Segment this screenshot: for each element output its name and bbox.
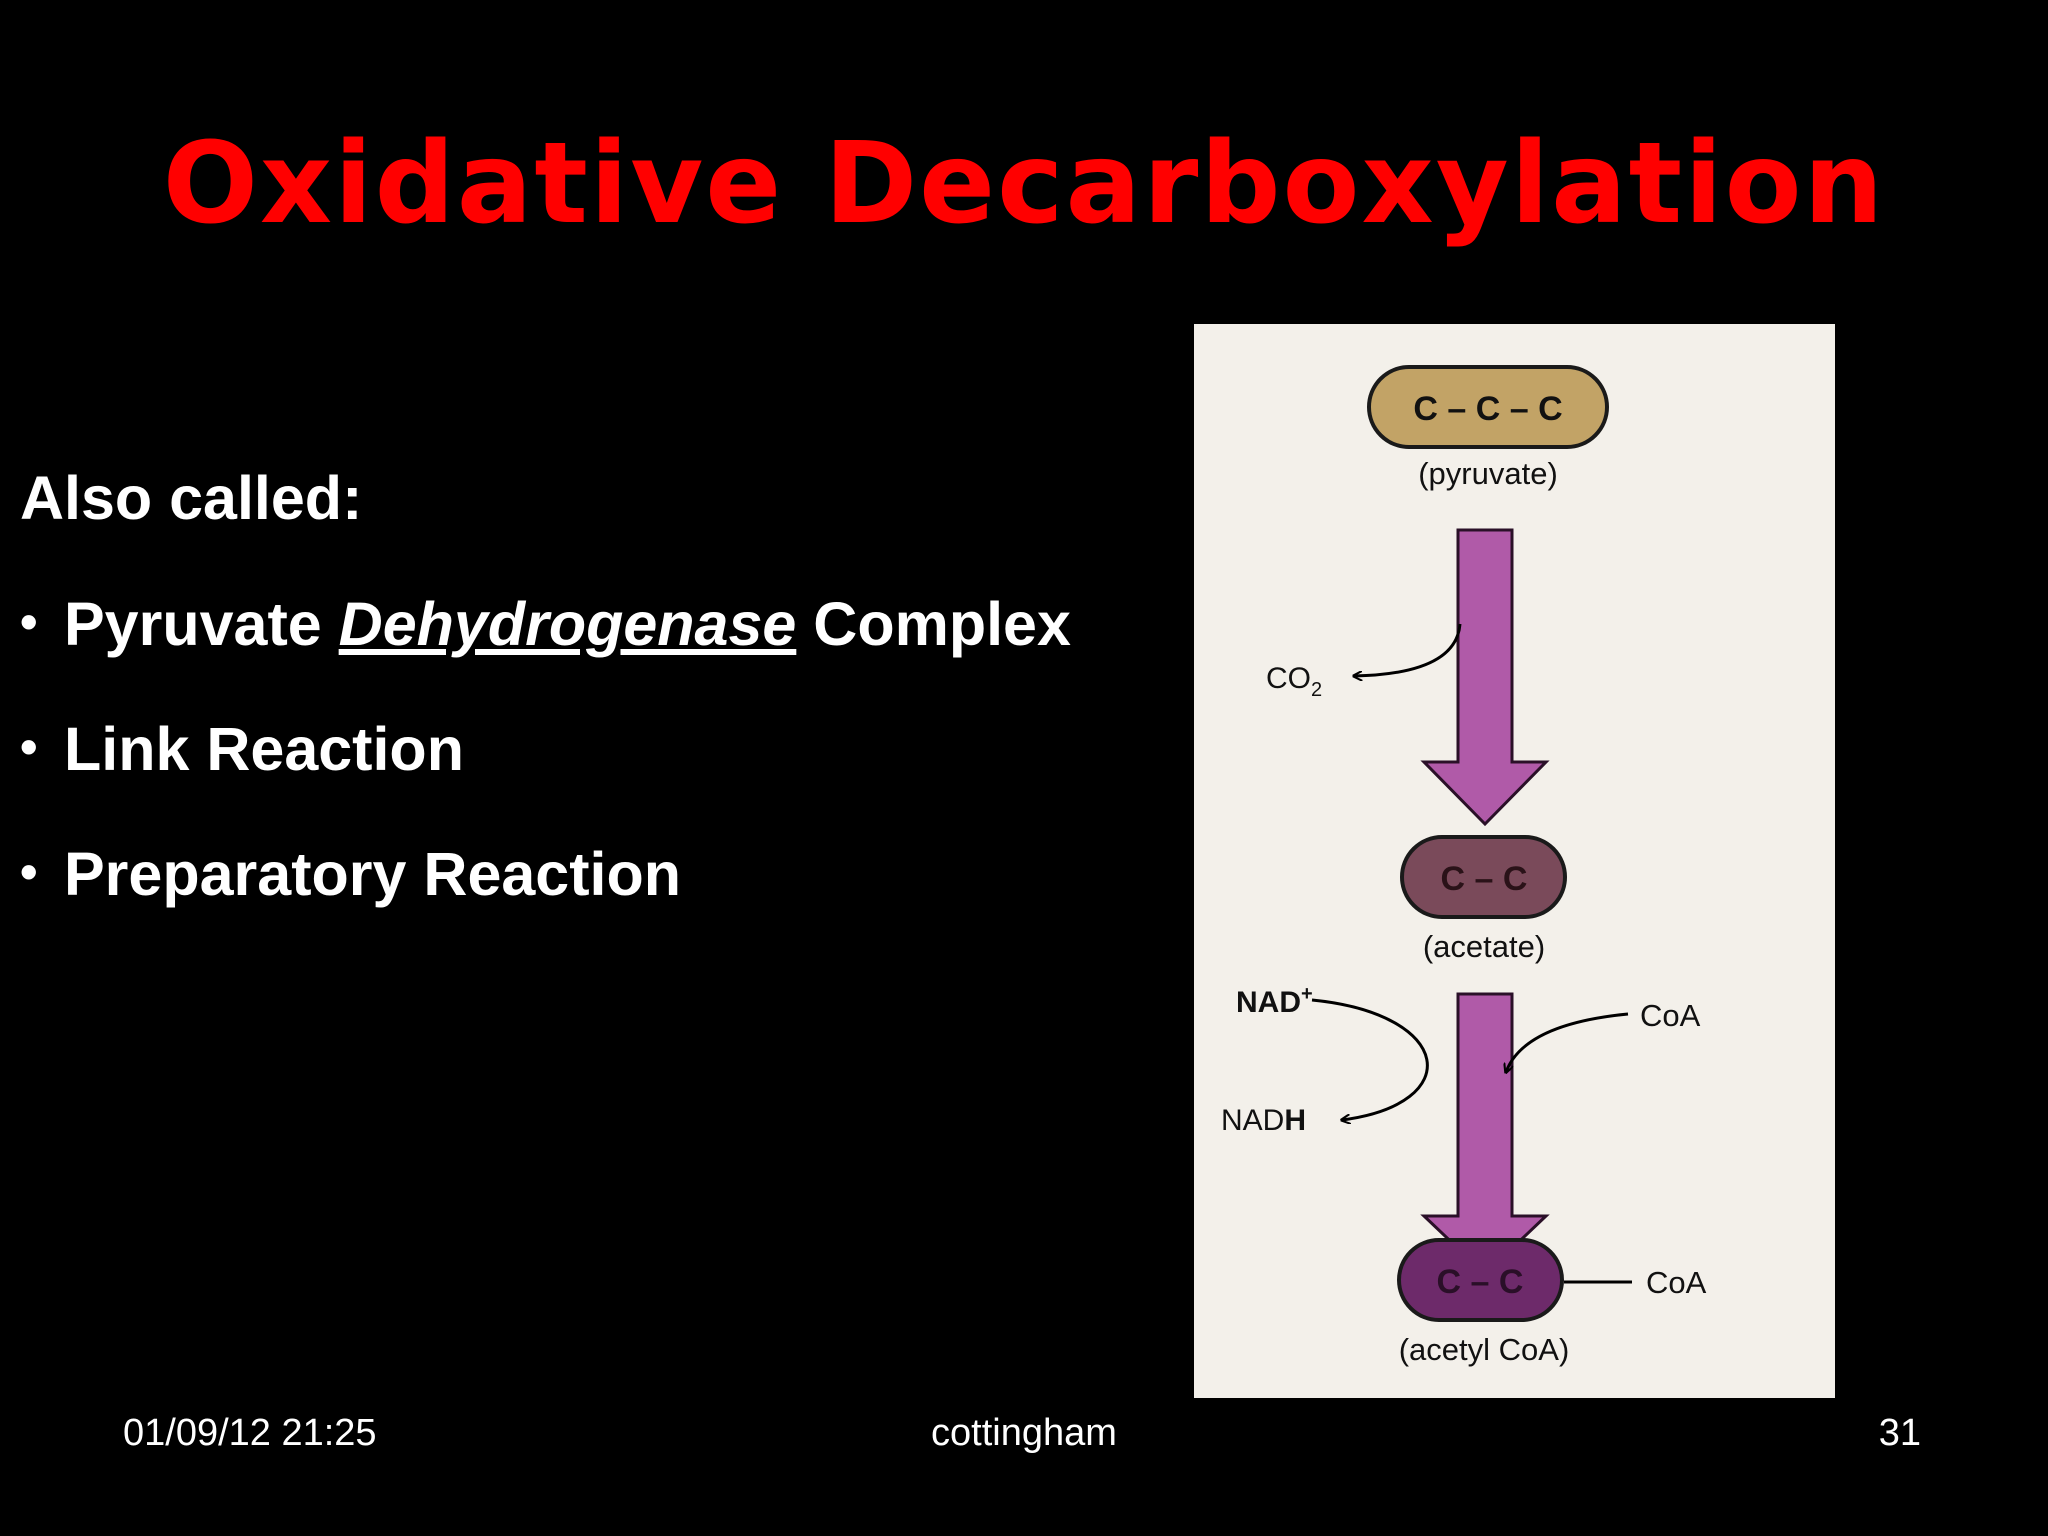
coa-in-label: CoA	[1640, 998, 1701, 1033]
acetylcoa-coa-label: CoA	[1646, 1265, 1707, 1300]
pyruvate-capsule	[1367, 365, 1609, 449]
nad-plus-label: NAD+	[1236, 983, 1313, 1019]
bullet-text-emphasis: Dehydrogenase	[338, 590, 797, 658]
pyruvate-formula: C – C – C	[1413, 390, 1562, 428]
bullet-text: Link Reaction	[64, 715, 464, 783]
bullet-icon: •	[20, 719, 38, 775]
intro-text: Also called:	[20, 464, 363, 532]
footer-date: 01/09/12 21:25	[123, 1412, 377, 1454]
bullet-icon: •	[20, 594, 38, 650]
pyruvate-oxidation-diagram: C – C – C (pyruvate) CO2 C – C (acetate)…	[1194, 324, 1835, 1398]
acetylcoa-formula: C – C	[1437, 1263, 1524, 1301]
acetate-capsule	[1400, 835, 1567, 919]
co2-release-arrow	[1354, 623, 1462, 676]
slide-title: Oxidative Decarboxylation	[162, 119, 1886, 249]
reaction-arrow-1	[1420, 528, 1550, 827]
footer-page-number: 31	[1878, 1412, 1921, 1454]
acetylcoa-capsule	[1397, 1238, 1564, 1322]
nadh-label: NADH	[1221, 1104, 1306, 1137]
bullet-text-after: Complex	[813, 590, 1071, 658]
reaction-arrow-2	[1420, 992, 1550, 1277]
footer-author: cottingham	[931, 1412, 1117, 1454]
pyruvate-label: (pyruvate)	[1418, 456, 1558, 491]
bullet-text: Preparatory Reaction	[64, 840, 681, 908]
nad-reduction-arrow	[1311, 998, 1429, 1120]
co2-label: CO2	[1266, 662, 1322, 701]
bullet-preparatory-reaction: •Preparatory Reaction	[20, 844, 681, 905]
coa-incoming-arrow	[1506, 1012, 1629, 1072]
bullet-pyruvate-dehydrogenase: •Pyruvate Dehydrogenase Complex	[20, 594, 1071, 655]
acetate-label: (acetate)	[1423, 929, 1545, 964]
bullet-link-reaction: •Link Reaction	[20, 719, 464, 780]
acetate-formula: C – C	[1441, 860, 1528, 898]
bullet-text-before: Pyruvate	[64, 590, 322, 658]
bullet-icon: •	[20, 844, 38, 900]
acetylcoa-label: (acetyl CoA)	[1399, 1332, 1570, 1367]
